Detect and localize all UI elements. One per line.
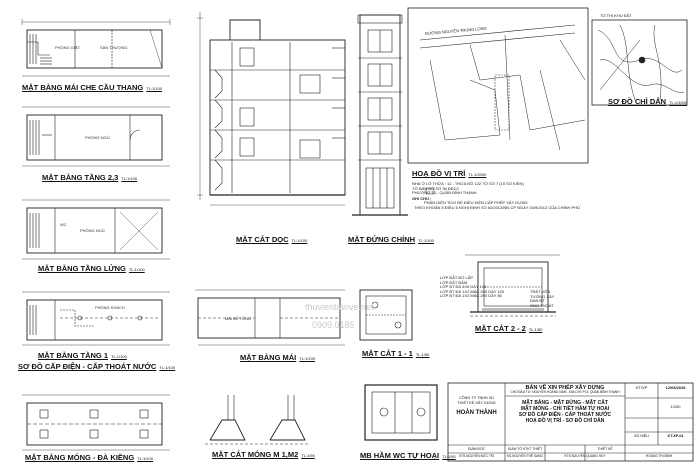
foundation-detail [205,395,310,445]
room-label-laundry: PHÒNG GIẶT [55,45,81,50]
mezzanine-plan [22,199,170,260]
location-note-line2: TỜ BẢN ĐỒ SỐ 36 ĐĐCC [412,185,460,191]
floor1-plan [22,291,170,346]
title-block-project: BẢN VẼ XIN PHÉP XÂY DỰNG [525,385,605,391]
drawing-list: MẶT BẰNG - MẶT ĐỨNG - MẶT CẮT MẶT MÓNG -… [505,400,625,424]
location-note-permit: PHẦN DIỆN TÍCH ĐỀ ĐIỀU KIỆN CẤP PHÉP XÂY… [424,200,528,206]
title-block-sign3: KTS.NGUYỄN QUANG HUY [564,454,606,458]
title-block-owner: CHỦ ĐẦU TƯ: NGUYỄN HOÀNG NAM - ĐỊA CHỈ: … [510,390,620,394]
room-label-roof-concrete: MÁI BÊ TÔNG [225,316,252,321]
layer-label-brick-wall: TƯỜNG XÂY [530,293,555,299]
layer-label-concrete-4x6: LỚP BT ĐÁ 4X6 DÀY 100 [440,284,487,290]
room-label-bedroom-23: PHÒNG NGỦ [85,135,110,140]
septic-drawing [364,384,438,441]
roof-plan [195,289,345,346]
section22-drawing [465,254,560,317]
room-label-living: PHÒNG KHÁCH [95,305,125,310]
watermark-phone: 0909.0185 [312,320,355,330]
roof-stair-plan [21,19,171,77]
watermark-site: thuvienbanve.net [305,302,374,312]
foundation-plan [22,394,170,451]
title-block-kt-label: KT/XP [635,385,648,390]
room-label-terrace: SÂN THƯỢNG [100,45,128,50]
location-note-line3: PHƯỜNG 13 - QUẬN BÌNH THẠNH [412,190,477,196]
title-block-company2: THIẾT KẾ XÂY DỰNG [457,401,496,405]
location-note-decree: THEO KHOẢN 5 ĐIỀU 5 NGHỊ ĐỊNH SỐ 64/2012… [414,204,580,210]
elevation-drawing [352,14,408,216]
title-block-sheet-number: KT-XP-04 [667,434,684,438]
drawing-list-4: HOẠ ĐỒ VỊ TRÍ - SƠ ĐỒ CHỈ DẪN [525,418,605,424]
layer-label-plaster: TRÁT VỮA [530,289,551,294]
section11-drawing [359,289,413,341]
drawing-list-1: MẶT BẰNG - MẶT ĐỨNG - MẶT CẮT [522,400,608,406]
location-notes: NHÀ Ở LÔ THỬA : 12 - THỬA ĐỘ 122 TỜ SỐ 7… [412,181,580,211]
section-drawing [197,12,346,206]
title-block-company: CÔNG TY TNHH XD [458,396,495,400]
room-label-wc: WC [60,222,67,227]
title-block-sign1: KTS.NGUYỄN ĐỨC TRỊ [459,454,494,458]
title-block-firm: HOÀN THÀNH [456,410,497,416]
layer-label-pipe: ỐNG THOÁT [530,302,554,308]
guide-map-top-label: TỔ THỊ KHU ĐẤT [600,13,632,18]
guide-map-box [591,19,688,106]
drawing-list-2: MẶT MÓNG - CHI TIẾT HẦM TỰ HOẠI [520,406,610,412]
floor23-plan [22,106,170,167]
title-block-sign2: KS.NGUYỄN THẾ SANG [507,454,543,458]
title-block-date: 12/03/2016 [665,385,686,390]
location-note-line1: NHÀ Ở LÔ THỬA : 12 - THỬA ĐỘ 122 TỜ SỐ 7… [412,181,524,186]
title-block-scale: 1/100 [670,404,681,409]
title-block-director: GIÁM ĐỐC [467,447,486,451]
title-block-designer: THIẾT KẾ [597,447,613,451]
drawing-list-3: SƠ ĐỒ CẤP ĐIỆN - CẤP THOÁT NƯỚC [518,412,612,418]
title-block-sheet-label: SỐ HIỆU [634,434,649,438]
title-block-sign4: HOÀNG THỊ BÌNH [645,454,673,458]
layer-labels-left: LỚP ĐẤT ĐỔ LẤP LỚP ĐẤT ĐẦM LỚP BT ĐÁ 4X6… [440,275,505,299]
room-label-bedroom-mez: PHÒNG NGỦ [80,228,105,233]
layer-label-slab: ĐAN BT [530,298,545,304]
location-map-box [407,7,589,164]
layer-labels-right: TRÁT VỮA TƯỜNG XÂY ĐAN BT ỐNG THOÁT [530,289,555,308]
location-note-ghichu: GHI CHÚ : [412,195,432,201]
layer-label-fill: LỚP ĐẤT ĐỔ LẤP [440,275,474,280]
layer-label-concrete-80: LỚP BT ĐÁ 1X2 MÁC 200 DÀY 80 [440,293,502,299]
title-block-chief: GIÁM TỐ KTKT THIẾT [507,447,543,451]
layer-label-compact: LỚP ĐẤT ĐẦM [440,279,468,285]
layer-label-concrete-100: LỚP BT ĐÁ 1X2 MÁC 200 DÀY 100 [440,288,505,294]
title-block-frame [447,382,694,462]
